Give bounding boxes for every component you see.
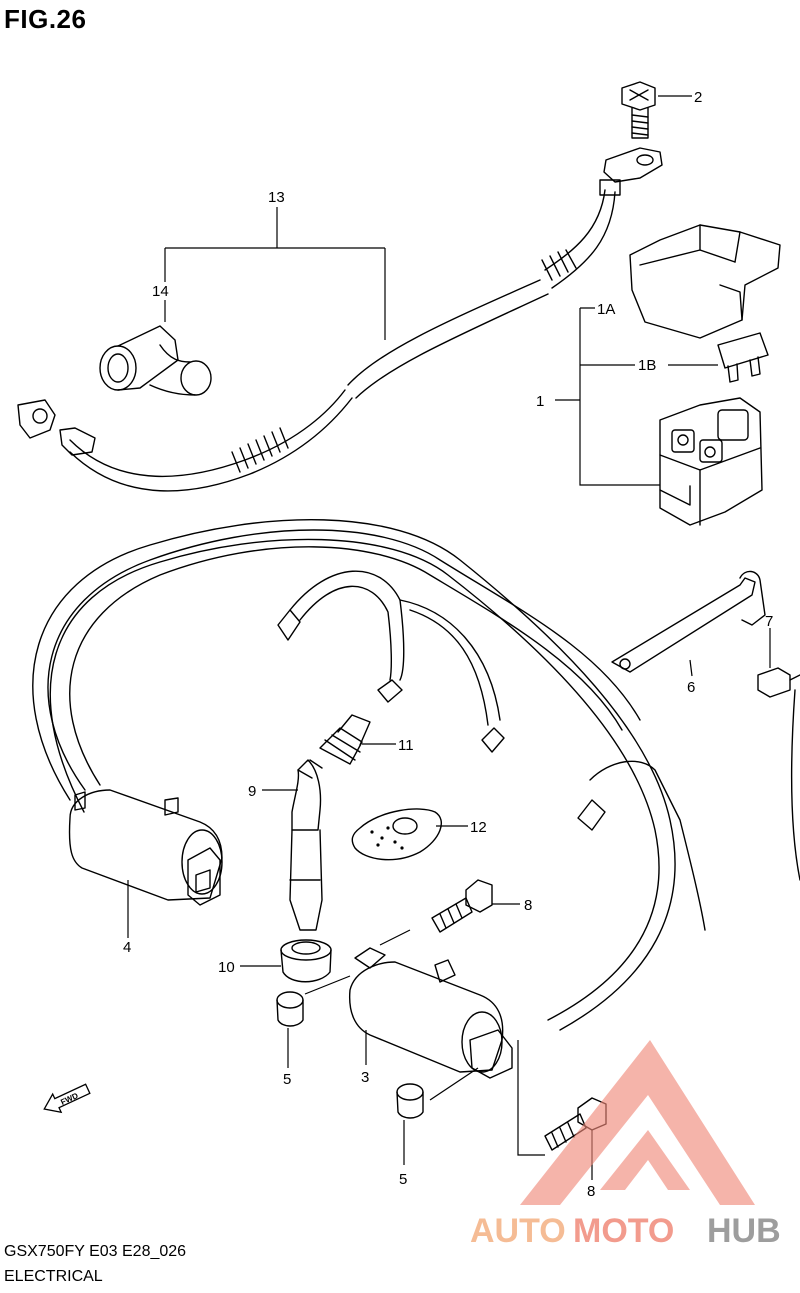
callout-5-lower: 5 xyxy=(399,1171,407,1188)
fwd-label: FWD xyxy=(59,1091,80,1107)
callout-1: 1 xyxy=(536,393,544,410)
spacer-part-5-lower xyxy=(396,1083,424,1119)
watermark-word-1: AUTO xyxy=(470,1212,566,1250)
callout-8-lower: 8 xyxy=(587,1183,595,1200)
section-title: ELECTRICAL xyxy=(4,1268,103,1285)
model-code: GSX750FY E03 E28_026 xyxy=(4,1243,187,1260)
ignition-lead-wires xyxy=(32,519,706,1031)
battery-terminal-boot xyxy=(99,325,212,396)
fuse-part-1B xyxy=(717,332,769,383)
bracket-part-6 xyxy=(611,570,766,673)
clamp-part-7 xyxy=(757,667,800,881)
callout-6: 6 xyxy=(687,679,695,696)
watermark-logo: AUTO MOTO HUB xyxy=(470,1040,781,1250)
callout-5-upper: 5 xyxy=(283,1071,291,1088)
grommet-part-12 xyxy=(351,808,442,861)
bolt-part-2 xyxy=(621,81,656,139)
connector-part-11 xyxy=(319,714,371,765)
plug-boot-part-10 xyxy=(280,939,332,983)
watermark-word-2: MOTO xyxy=(573,1212,674,1250)
callout-1B: 1B xyxy=(638,357,656,374)
callout-13: 13 xyxy=(268,189,285,206)
bolt-part-8-upper xyxy=(431,879,493,933)
callout-1A: 1A xyxy=(597,301,615,318)
ignition-coil-part-3 xyxy=(348,947,513,1079)
callout-9: 9 xyxy=(248,783,256,800)
battery-cable-assembly xyxy=(17,147,663,492)
watermark-word-3: HUB xyxy=(707,1212,781,1250)
callout-2: 2 xyxy=(694,89,702,106)
spacer-part-5-upper xyxy=(276,991,304,1027)
cable-sleeve-lower xyxy=(231,427,289,473)
plug-cap-part-9 xyxy=(289,759,323,931)
callout-10: 10 xyxy=(218,959,235,976)
callout-4: 4 xyxy=(123,939,131,956)
forward-arrow-icon: FWD xyxy=(43,1083,91,1114)
callout-8-upper: 8 xyxy=(524,897,532,914)
callout-14: 14 xyxy=(152,283,169,300)
figure-title: FIG.26 xyxy=(4,4,87,34)
callout-11: 11 xyxy=(398,737,414,754)
starter-relay-cover xyxy=(629,224,781,339)
starter-relay-body xyxy=(659,397,763,526)
ignition-coil-part-4 xyxy=(68,789,223,906)
callout-leader-lines xyxy=(127,95,771,1180)
callout-12: 12 xyxy=(470,819,487,836)
callout-3: 3 xyxy=(361,1069,369,1086)
cable-sleeve-upper xyxy=(541,249,577,281)
callout-7: 7 xyxy=(765,613,773,630)
